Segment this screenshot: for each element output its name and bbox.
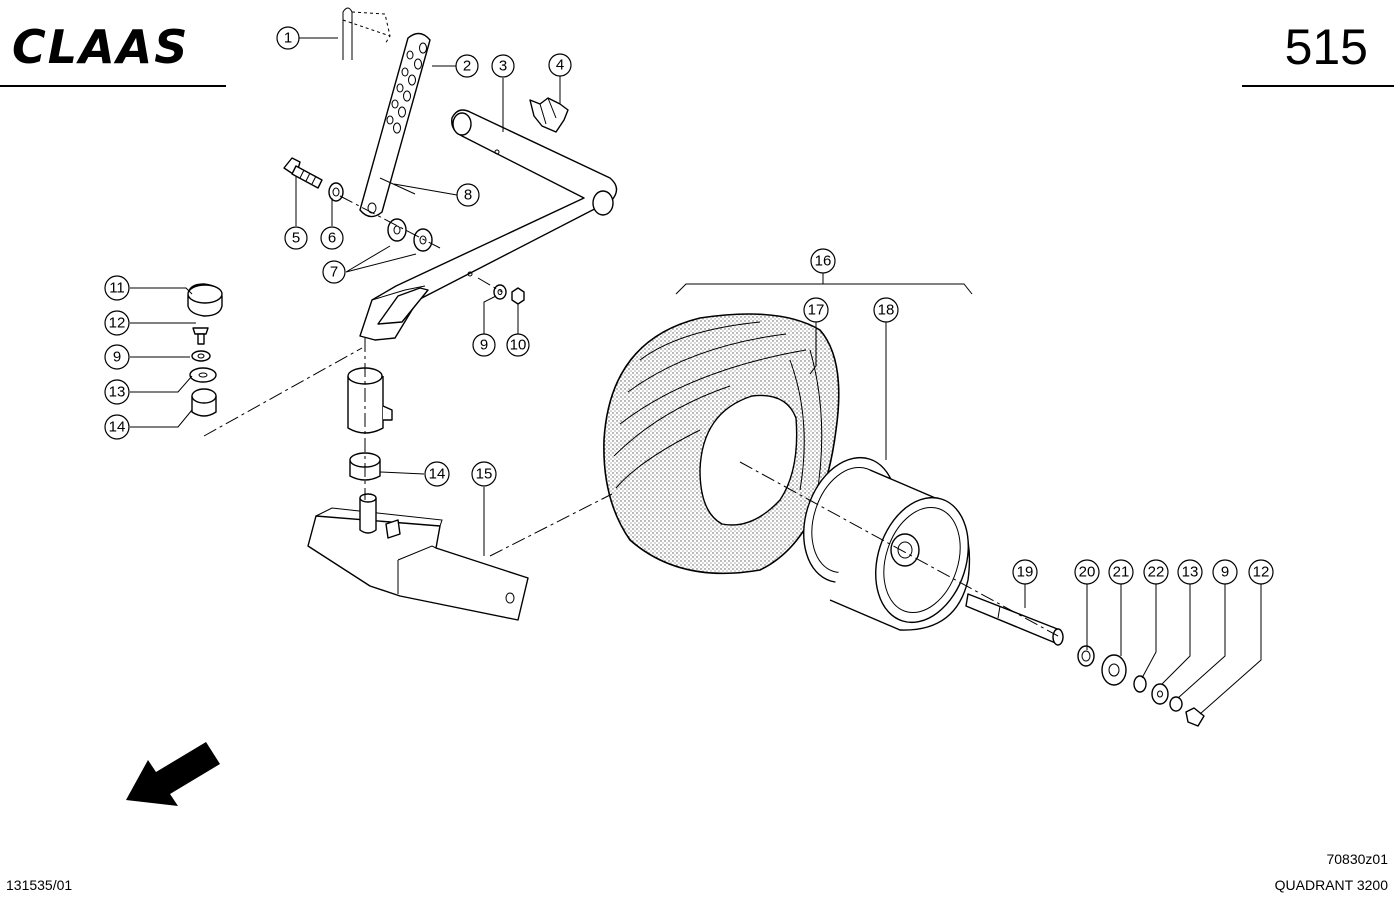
- callout-label: 12: [1253, 564, 1270, 581]
- assembly-line-cap: [203, 347, 363, 437]
- part-bush-14a: [191, 388, 217, 417]
- callout-4: 4: [548, 53, 572, 77]
- callout-label: 9: [480, 337, 488, 354]
- callout-label: 3: [499, 58, 507, 75]
- part-arm: [359, 109, 618, 341]
- callout-label: 6: [328, 230, 336, 247]
- callout-10: 10: [506, 333, 530, 357]
- callout-11: 11: [104, 275, 130, 301]
- part-tyre: [603, 313, 840, 575]
- assembly-line-nut: [477, 277, 503, 293]
- brand-logo: CLAAS: [12, 20, 189, 74]
- part-bolt-12a: [192, 327, 209, 345]
- callout-19: 19: [1012, 559, 1038, 585]
- part-tube: [347, 367, 393, 434]
- part-rim: [803, 456, 971, 631]
- part-washer-13b: [1151, 683, 1169, 705]
- callout-label: 7: [330, 264, 338, 281]
- part-bolt-12b: [1185, 707, 1205, 727]
- part-ring-22: [1133, 675, 1147, 693]
- part-axle-19: [965, 593, 1064, 646]
- part-cap-11: [187, 283, 223, 317]
- callout-label: 11: [109, 280, 125, 297]
- callout-label: 13: [109, 384, 126, 401]
- part-bearing-20: [1077, 645, 1095, 667]
- callout-label: 21: [1113, 564, 1130, 581]
- callout-9b: 9: [104, 344, 130, 370]
- callout-label: 1: [284, 30, 292, 47]
- part-clip: [529, 97, 569, 133]
- callout-label: 2: [463, 58, 471, 75]
- part-lynch-pin: [342, 7, 391, 60]
- assembly-line-fork: [489, 493, 613, 557]
- page-number: 515: [1285, 19, 1368, 75]
- callout-12b: 12: [1248, 559, 1274, 585]
- assembly-line-axle: [739, 461, 1059, 637]
- part-nut-10: [511, 287, 525, 305]
- callout-label: 16: [815, 253, 832, 270]
- callout-7: 7: [322, 260, 346, 284]
- callout-9c: 9: [1212, 559, 1238, 585]
- callout-20: 20: [1074, 559, 1100, 585]
- callout-label: 10: [510, 337, 527, 354]
- doc-number: 131535/01: [6, 877, 72, 893]
- part-bolt: [283, 157, 323, 189]
- brand-logo-text: CLAAS: [12, 20, 189, 74]
- callout-8: 8: [456, 183, 480, 207]
- part-adjuster-bar: [359, 32, 431, 218]
- part-seal-21: [1101, 654, 1127, 686]
- callout-label: 13: [1182, 564, 1199, 581]
- part-washer-9a: [493, 284, 507, 300]
- callout-15: 15: [471, 461, 497, 487]
- callout-17: 17: [803, 297, 829, 323]
- callout-14b: 14: [424, 461, 450, 487]
- callout-label: 17: [808, 302, 825, 319]
- callout-12a: 12: [104, 310, 130, 336]
- callout-label: 20: [1079, 564, 1096, 581]
- callout-label: 9: [1221, 564, 1229, 581]
- model-name: QUADRANT 3200: [1275, 877, 1389, 893]
- callout-21: 21: [1108, 559, 1134, 585]
- callout-1: 1: [276, 26, 300, 50]
- group-brace-16: [675, 283, 973, 295]
- assembly-line-bolt: [339, 195, 441, 249]
- callout-13b: 13: [1177, 559, 1203, 585]
- callout-9a: 9: [472, 333, 496, 357]
- part-washer-9c: [1169, 696, 1183, 712]
- part-swivel-fork: [307, 493, 529, 621]
- callout-label: 18: [878, 302, 895, 319]
- callout-label: 5: [292, 230, 300, 247]
- part-bushing-6: [328, 182, 344, 202]
- part-washers-7: [387, 218, 433, 252]
- callout-label: 14: [429, 466, 446, 483]
- callout-5: 5: [284, 226, 308, 250]
- leader-lines: [130, 37, 1262, 715]
- callout-label: 14: [109, 419, 126, 436]
- part-pin-8: [379, 177, 416, 195]
- callout-label: 8: [464, 187, 472, 204]
- callout-14a: 14: [104, 414, 130, 440]
- drawing-code: 70830z01: [1326, 851, 1388, 867]
- callout-label: 19: [1017, 564, 1034, 581]
- callout-6: 6: [320, 226, 344, 250]
- arrow-left-down-icon: [126, 742, 220, 806]
- callout-16: 16: [810, 248, 836, 274]
- callout-label: 4: [556, 57, 564, 74]
- callout-3: 3: [491, 54, 515, 78]
- callout-label: 15: [476, 466, 493, 483]
- part-washer-9b: [191, 350, 211, 362]
- callout-18: 18: [873, 297, 899, 323]
- callout-22: 22: [1143, 559, 1169, 585]
- callout-13a: 13: [104, 379, 130, 405]
- callout-label: 9: [113, 349, 121, 366]
- callout-label: 22: [1148, 564, 1165, 581]
- callout-2: 2: [455, 54, 479, 78]
- part-washer-13a: [189, 367, 217, 383]
- callout-label: 12: [109, 315, 126, 332]
